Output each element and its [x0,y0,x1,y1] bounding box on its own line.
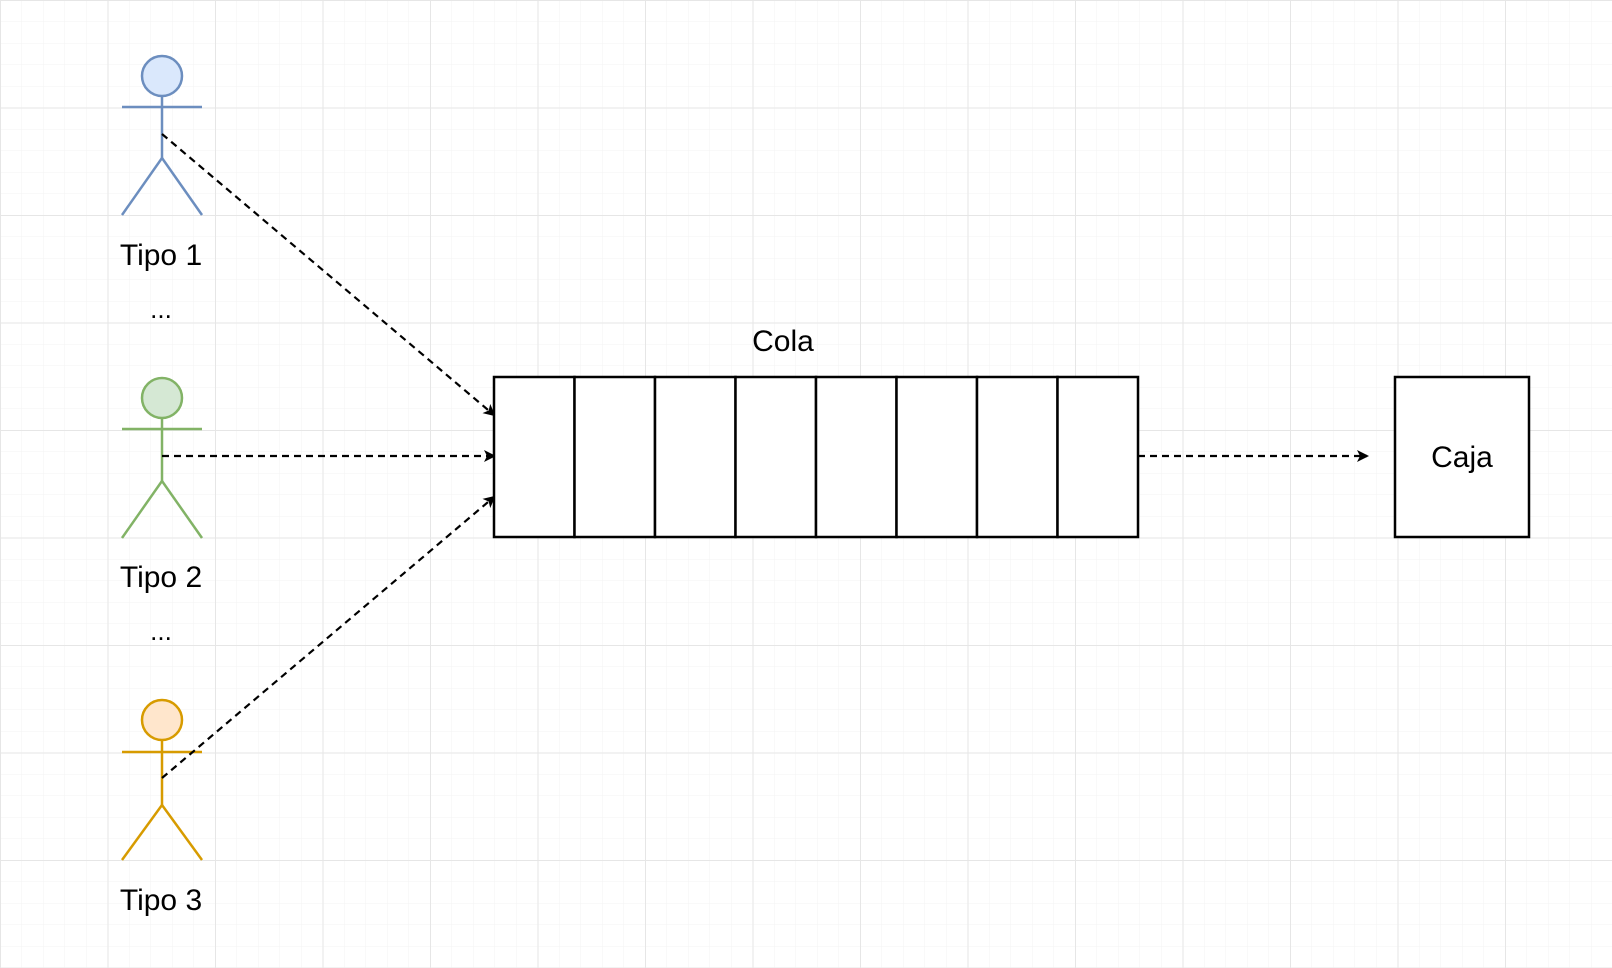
queue[interactable] [492,375,1140,539]
actor-leg-right [160,480,204,539]
actor-label: Tipo 3 [120,884,202,917]
queue-slot [1056,375,1140,539]
actor-tipo-3[interactable]: Tipo 3 [120,698,204,917]
actor-tipo-2[interactable]: Tipo 2 [120,376,204,594]
actor-tipo-1[interactable]: Tipo 1 [120,54,204,272]
actor-head [140,698,184,742]
queue-slot [492,375,576,539]
actor-leg-right [160,804,204,861]
actor-label: Tipo 2 [120,561,202,594]
queue-slot [573,375,657,539]
cashier-box[interactable]: Caja [1393,375,1531,539]
cashier-rect [1393,375,1531,539]
queue-slot [814,375,898,539]
actor-leg-left [120,804,164,861]
queue-slot [975,375,1059,539]
ellipsis-1: ... [150,294,172,324]
actor-leg-right [160,157,204,216]
actor-label: Tipo 1 [120,239,202,272]
actor-head [140,376,184,420]
queue-slot [653,375,737,539]
actor-head [140,54,184,98]
queue-slot [895,375,979,539]
actor-leg-left [120,480,164,539]
cashier-label: Caja [1431,441,1493,474]
arrow-tipo1-to-cola [161,133,496,417]
ellipsis-2: ... [150,616,172,646]
actor-leg-left [120,157,164,216]
arrow-tipo3-to-cola [161,495,496,779]
queue-slot [734,375,818,539]
queue-label: Cola [752,325,814,358]
